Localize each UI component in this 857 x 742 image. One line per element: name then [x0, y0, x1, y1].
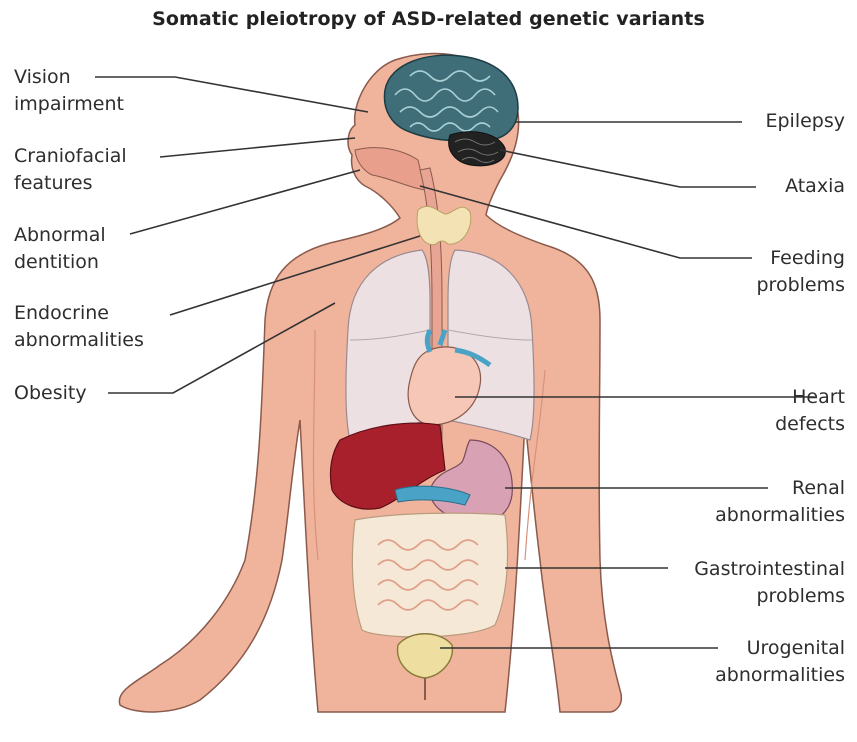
label-feeding-problems: Feeding problems [756, 245, 845, 299]
brain [384, 55, 518, 141]
large-intestine [352, 513, 507, 637]
leader-dentition [130, 170, 360, 234]
label-gastrointestinal-problems: Gastrointestinal problems [694, 556, 845, 610]
label-epilepsy: Epilepsy [765, 108, 845, 135]
label-ataxia: Ataxia [785, 173, 845, 200]
label-craniofacial-features: Craniofacial features [14, 143, 127, 197]
diagram-title: Somatic pleiotropy of ASD-related geneti… [0, 8, 857, 30]
label-abnormal-dentition: Abnormal dentition [14, 222, 106, 276]
label-renal-abnormalities: Renal abnormalities [715, 475, 845, 529]
label-obesity: Obesity [14, 380, 87, 407]
leader-craniofacial [160, 138, 355, 157]
label-endocrine-abnormalities: Endocrine abnormalities [14, 300, 144, 354]
leader-ataxia [500, 150, 756, 187]
label-urogenital-abnormalities: Urogenital abnormalities [715, 635, 845, 689]
leader-vision [95, 77, 368, 112]
label-heart-defects: Heart defects [775, 384, 845, 438]
label-vision-impairment: Vision impairment [14, 64, 124, 118]
